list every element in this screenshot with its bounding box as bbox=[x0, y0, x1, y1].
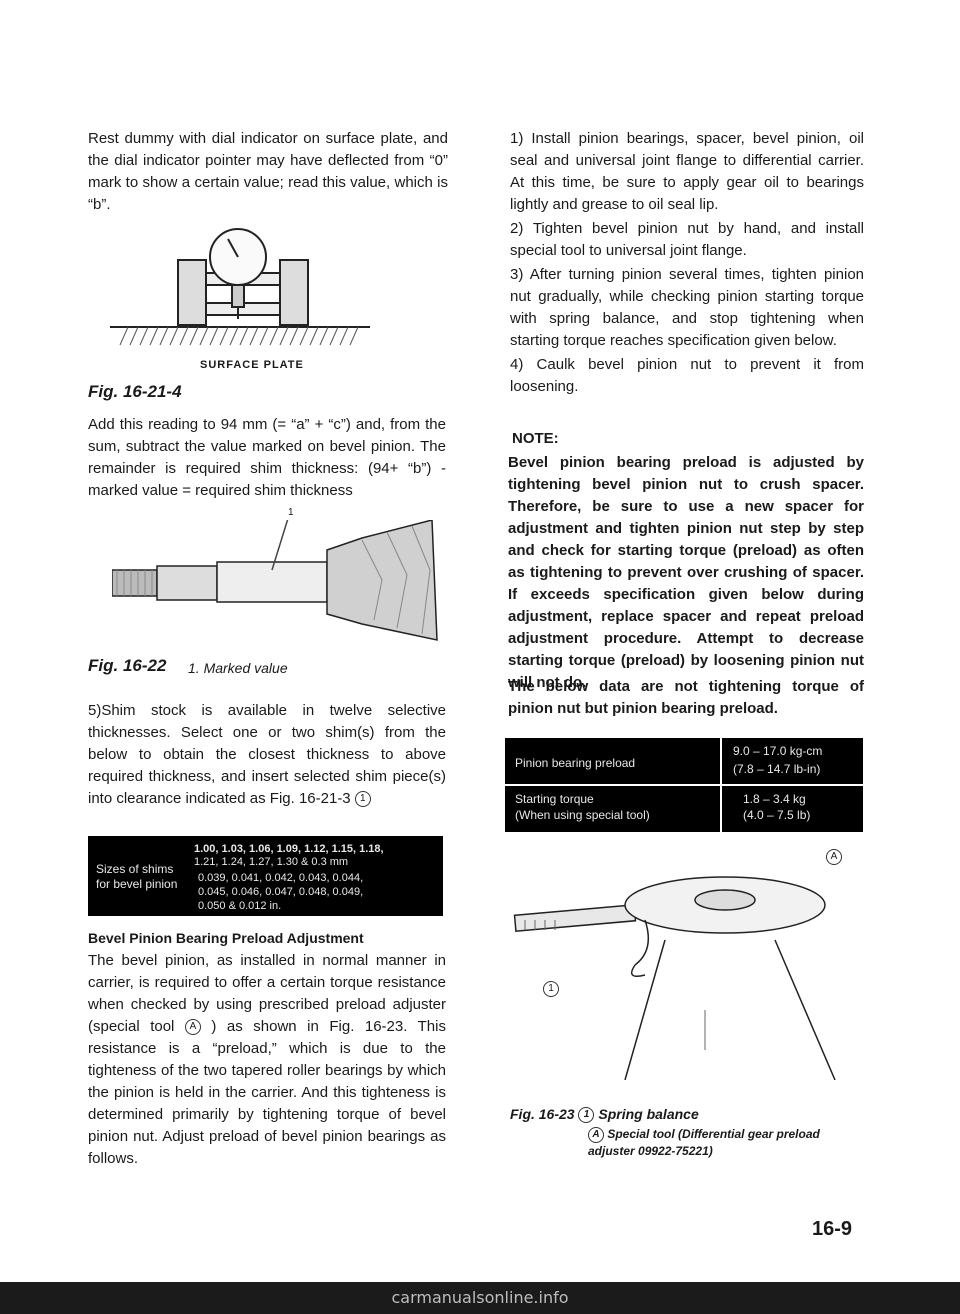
bevel-pinion-figure bbox=[112, 520, 438, 641]
step-3: 3) After turning pinion several times, t… bbox=[510, 266, 864, 349]
preload-description: The bevel pinion, as installed in normal… bbox=[88, 952, 446, 1167]
shim-in-line-2: 0.045, 0.046, 0.047, 0.048, 0.049, bbox=[198, 886, 364, 898]
surface-plate-label: SURFACE PLATE bbox=[200, 359, 304, 371]
special-tool-label-line: A Special tool (Differential gear preloa… bbox=[588, 1126, 858, 1159]
callout-a-icon: A bbox=[588, 1126, 604, 1143]
fig-23-callout-1: 1 bbox=[543, 980, 559, 998]
tool-a-icon: A bbox=[184, 1019, 201, 1036]
section-heading: Bevel Pinion Bearing Preload Adjustment bbox=[88, 930, 364, 946]
shim-mm-line-2: 1.21, 1.24, 1.27, 1.30 & 0.3 mm bbox=[194, 856, 349, 868]
starting-torque-kg: 1.8 – 3.4 kg bbox=[743, 792, 806, 806]
fig-16-21-4-caption: Fig. 16-21-4 bbox=[88, 382, 182, 401]
callout-1-icon: 1 bbox=[354, 791, 371, 808]
dial-indicator-figure bbox=[110, 228, 370, 346]
shim-mm-line-1: 1.00, 1.03, 1.06, 1.09, 1.12, 1.15, 1.18… bbox=[194, 843, 384, 855]
shim-in-line-3: 0.050 & 0.012 in. bbox=[198, 900, 282, 912]
fig-16-22-caption: Fig. 16-22 bbox=[88, 656, 167, 675]
preload-value-lbin: (7.8 – 14.7 lb-in) bbox=[733, 762, 821, 776]
footer-watermark: carmanualsonline.info bbox=[0, 1282, 960, 1314]
starting-torque-label: Starting torque bbox=[515, 792, 594, 806]
starting-torque-note: (When using special tool) bbox=[515, 808, 650, 822]
starting-torque-lb: (4.0 – 7.5 lb) bbox=[743, 808, 811, 822]
fig-16-23-caption: Fig. 16-23 bbox=[510, 1106, 575, 1122]
page-number: 16-9 bbox=[812, 1218, 853, 1240]
preload-spec-table: Pinion bearing preload 9.0 – 17.0 kg-cm … bbox=[505, 738, 863, 832]
step-2: 2) Tighten bevel pinion nut by hand, and… bbox=[510, 220, 864, 259]
intro-paragraph: Rest dummy with dial indicator on surfac… bbox=[88, 130, 448, 213]
shim-calculation-paragraph: Add this reading to 94 mm (= “a” + “c”) … bbox=[88, 416, 446, 499]
shim-in-line-1: 0.039, 0.041, 0.042, 0.043, 0.044, bbox=[198, 872, 364, 884]
step-4: 4) Caulk bevel pinion nut to prevent it … bbox=[510, 356, 865, 395]
procedure-steps: 1) Install pinion bearings, spacer, beve… bbox=[510, 128, 864, 400]
step-5-paragraph: 5)Shim stock is available in twelve sele… bbox=[88, 702, 446, 808]
shim-sizes-table: Sizes of shims for bevel pinion 1.00, 1.… bbox=[88, 836, 443, 916]
step-1: 1) Install pinion bearings, spacer, beve… bbox=[510, 130, 864, 213]
spring-balance-label: Spring balance bbox=[598, 1106, 699, 1122]
fig-16-22-callout: 1 bbox=[288, 507, 294, 518]
note-extra: The below data are not tightening torque… bbox=[508, 678, 864, 717]
note-body: Bevel pinion bearing preload is adjusted… bbox=[508, 454, 864, 691]
fig-16-22-note: 1. Marked value bbox=[188, 660, 288, 676]
special-tool-label: Special tool (Differential gear preload … bbox=[588, 1127, 820, 1158]
shim-table-label: Sizes of shims for bevel pinion bbox=[96, 862, 178, 891]
preload-value-kgcm: 9.0 – 17.0 kg-cm bbox=[733, 744, 823, 758]
spring-balance-figure bbox=[513, 876, 836, 1080]
callout-1-icon: 1 bbox=[578, 1107, 595, 1124]
fig-23-callout-a: A bbox=[826, 848, 842, 866]
fig-16-23-caption-line: Fig. 16-23 1 Spring balance bbox=[510, 1106, 699, 1124]
preload-label: Pinion bearing preload bbox=[515, 756, 636, 770]
note-title: NOTE: bbox=[512, 430, 559, 447]
